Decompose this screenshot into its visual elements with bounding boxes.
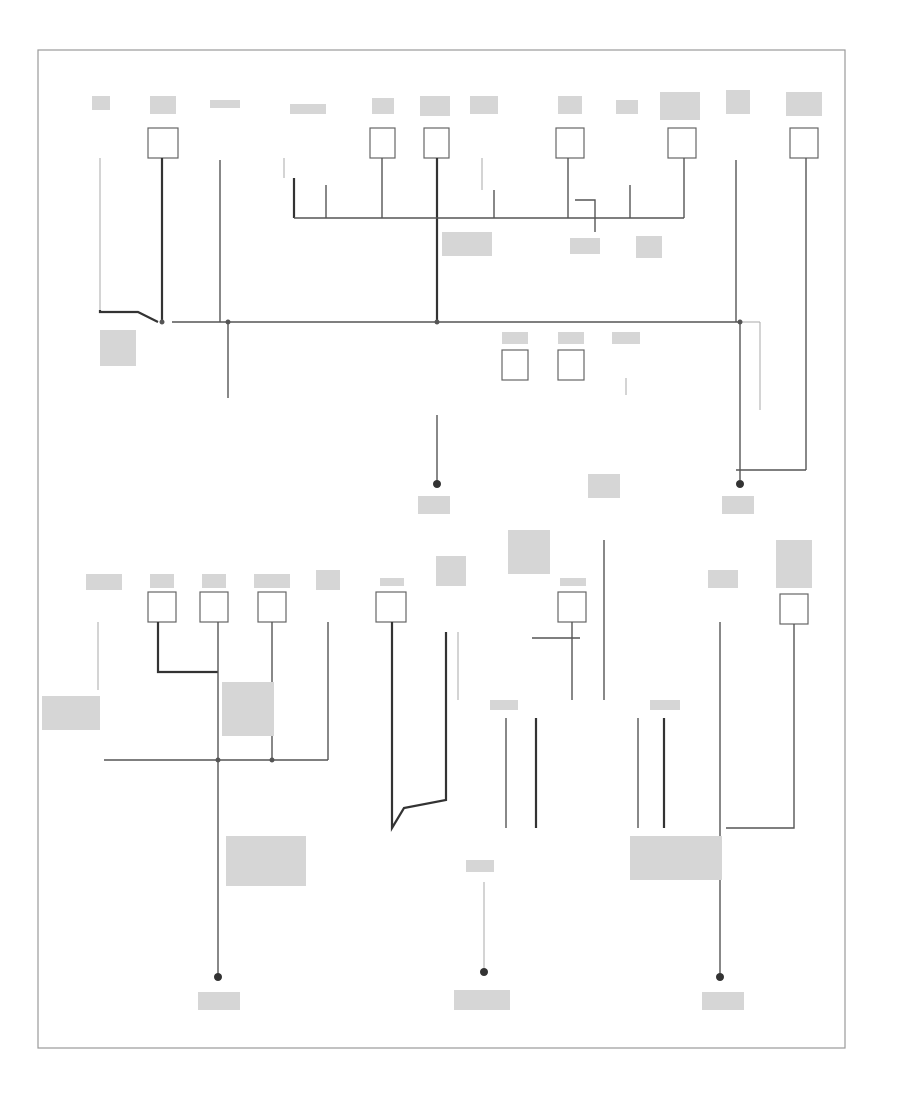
ground-symbol — [433, 480, 441, 488]
component-box — [147, 591, 177, 623]
ground-symbol — [736, 480, 744, 488]
component-box — [369, 127, 396, 159]
component-box — [667, 127, 697, 159]
illegible-label-marks — [42, 90, 822, 1010]
component-box — [555, 127, 585, 159]
splice-point — [434, 319, 440, 325]
splice-point — [269, 757, 275, 763]
top-wires — [98, 158, 807, 482]
component-box — [501, 349, 529, 381]
bottom-splices — [214, 757, 724, 981]
ground-symbol — [214, 973, 222, 981]
diagram-frame — [37, 49, 846, 1049]
component-box — [375, 591, 407, 623]
component-box — [423, 127, 450, 159]
ground-symbol — [716, 973, 724, 981]
component-box — [257, 591, 287, 623]
component-box — [557, 591, 587, 623]
component-box — [557, 349, 585, 381]
top-splices — [159, 319, 744, 488]
splice-point — [215, 757, 221, 763]
component-box — [779, 593, 809, 625]
ground-symbol — [480, 968, 488, 976]
component-box — [147, 127, 179, 159]
bottom-wires — [97, 540, 795, 975]
splice-point — [737, 319, 743, 325]
component-box — [199, 591, 229, 623]
splice-point — [159, 319, 165, 325]
top-components — [147, 127, 819, 381]
splice-point — [225, 319, 231, 325]
component-box — [789, 127, 819, 159]
bottom-components — [147, 591, 809, 625]
